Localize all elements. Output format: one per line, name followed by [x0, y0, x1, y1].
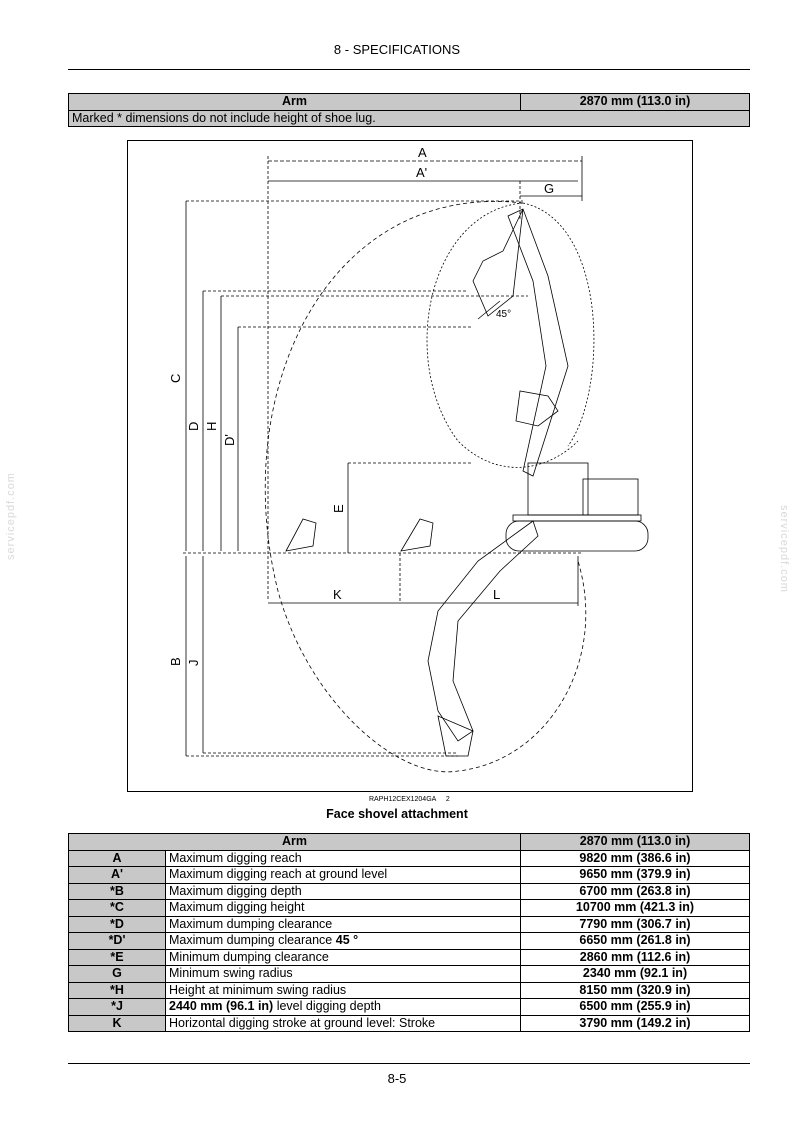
- label-A-prime: A': [416, 165, 427, 180]
- table-row: *C Maximum digging height 10700 mm (421.…: [68, 899, 750, 917]
- label-K: K: [333, 587, 342, 602]
- specification-table: Arm 2870 mm (113.0 in) A Maximum digging…: [68, 833, 750, 1032]
- working-range-drawing: A A' G C D H D' E K L B J 45°: [168, 145, 649, 773]
- label-H: H: [204, 422, 219, 431]
- row-description: Maximum digging reach: [165, 849, 521, 867]
- arm-summary-table: Arm 2870 mm (113.0 in) Marked * dimensio…: [68, 93, 750, 127]
- row-description: Minimum dumping clearance: [165, 948, 521, 966]
- table-row: *B Maximum digging depth 6700 mm (263.8 …: [68, 882, 750, 900]
- row-value: 3790 mm (149.2 in): [520, 1014, 750, 1032]
- row-value: 2860 mm (112.6 in): [520, 948, 750, 966]
- figure-code: RAPH12CEX1204GA 2: [369, 796, 450, 803]
- table-row: *H Height at minimum swing radius 8150 m…: [68, 981, 750, 999]
- table-row: *D' Maximum dumping clearance 45 ° 6650 …: [68, 932, 750, 950]
- note-row: Marked * dimensions do not include heigh…: [68, 109, 750, 127]
- row-value: 6650 mm (261.8 in): [520, 932, 750, 950]
- label-A: A: [418, 145, 427, 160]
- page-number: 8-5: [387, 1071, 407, 1086]
- row-description: Maximum digging depth: [165, 882, 521, 900]
- row-value: 9650 mm (379.9 in): [520, 866, 750, 884]
- row-key: *E: [68, 948, 166, 966]
- page-header: 8 - SPECIFICATIONS: [333, 42, 461, 57]
- arm-value: 2870 mm (113.0 in): [520, 93, 750, 111]
- label-B: B: [168, 657, 183, 666]
- row-value: 6500 mm (255.9 in): [520, 998, 750, 1016]
- row-description: 2440 mm (96.1 in) level digging depth: [165, 998, 521, 1016]
- row-key: *J: [68, 998, 166, 1016]
- footer-rule: [68, 1063, 750, 1064]
- row-key: K: [68, 1014, 166, 1032]
- arm-label: Arm: [68, 93, 521, 111]
- row-value: 7790 mm (306.7 in): [520, 915, 750, 933]
- row-description: Maximum digging height: [165, 899, 521, 917]
- table-row: G Minimum swing radius 2340 mm (92.1 in): [68, 965, 750, 983]
- table-row: A' Maximum digging reach at ground level…: [68, 866, 750, 884]
- row-key: *B: [68, 882, 166, 900]
- watermark-left: servicepdf.com: [5, 472, 17, 560]
- label-C: C: [168, 374, 183, 383]
- table-row: K Horizontal digging stroke at ground le…: [68, 1014, 750, 1032]
- row-description: Height at minimum swing radius: [165, 981, 521, 999]
- row-description: Maximum dumping clearance: [165, 915, 521, 933]
- row-value: 10700 mm (421.3 in): [520, 899, 750, 917]
- row-key: *H: [68, 981, 166, 999]
- row-value: 9820 mm (386.6 in): [520, 849, 750, 867]
- dimension-note: Marked * dimensions do not include heigh…: [68, 109, 750, 127]
- table-row: *E Minimum dumping clearance 2860 mm (11…: [68, 948, 750, 966]
- row-key: *D': [68, 932, 166, 950]
- header-rule: [68, 69, 750, 70]
- row-description: Maximum dumping clearance 45 °: [165, 932, 521, 950]
- row-key: *D: [68, 915, 166, 933]
- table-row: *J 2440 mm (96.1 in) level digging depth…: [68, 998, 750, 1016]
- row-value: 8150 mm (320.9 in): [520, 981, 750, 999]
- excavator-working-range-diagram: A A' G C D H D' E K L B J 45°: [127, 140, 693, 792]
- table-header-row: Arm 2870 mm (113.0 in): [68, 93, 750, 111]
- label-E: E: [331, 504, 346, 513]
- row-key: *C: [68, 899, 166, 917]
- label-angle: 45°: [496, 309, 511, 320]
- figure-code-text: RAPH12CEX1204GA: [369, 796, 436, 803]
- label-J: J: [186, 660, 201, 667]
- arm-header-value: 2870 mm (113.0 in): [520, 833, 750, 851]
- figure-number: 2: [445, 796, 450, 803]
- arm-header-label: Arm: [68, 833, 521, 851]
- row-key: A': [68, 866, 166, 884]
- row-description: Maximum digging reach at ground level: [165, 866, 521, 884]
- row-key: A: [68, 849, 166, 867]
- table-row: A Maximum digging reach 9820 mm (386.6 i…: [68, 849, 750, 867]
- table-row: *D Maximum dumping clearance 7790 mm (30…: [68, 915, 750, 933]
- watermark-right: servicepdf.com: [778, 505, 790, 593]
- row-value: 6700 mm (263.8 in): [520, 882, 750, 900]
- label-L: L: [493, 587, 500, 602]
- row-value: 2340 mm (92.1 in): [520, 965, 750, 983]
- figure-caption: Face shovel attachment: [326, 807, 468, 821]
- label-G: G: [544, 181, 554, 196]
- label-D: D: [186, 422, 201, 431]
- row-description: Minimum swing radius: [165, 965, 521, 983]
- label-D-prime: D': [222, 434, 237, 446]
- row-description: Horizontal digging stroke at ground leve…: [165, 1014, 521, 1032]
- table-header-row: Arm 2870 mm (113.0 in): [68, 833, 750, 851]
- row-key: G: [68, 965, 166, 983]
